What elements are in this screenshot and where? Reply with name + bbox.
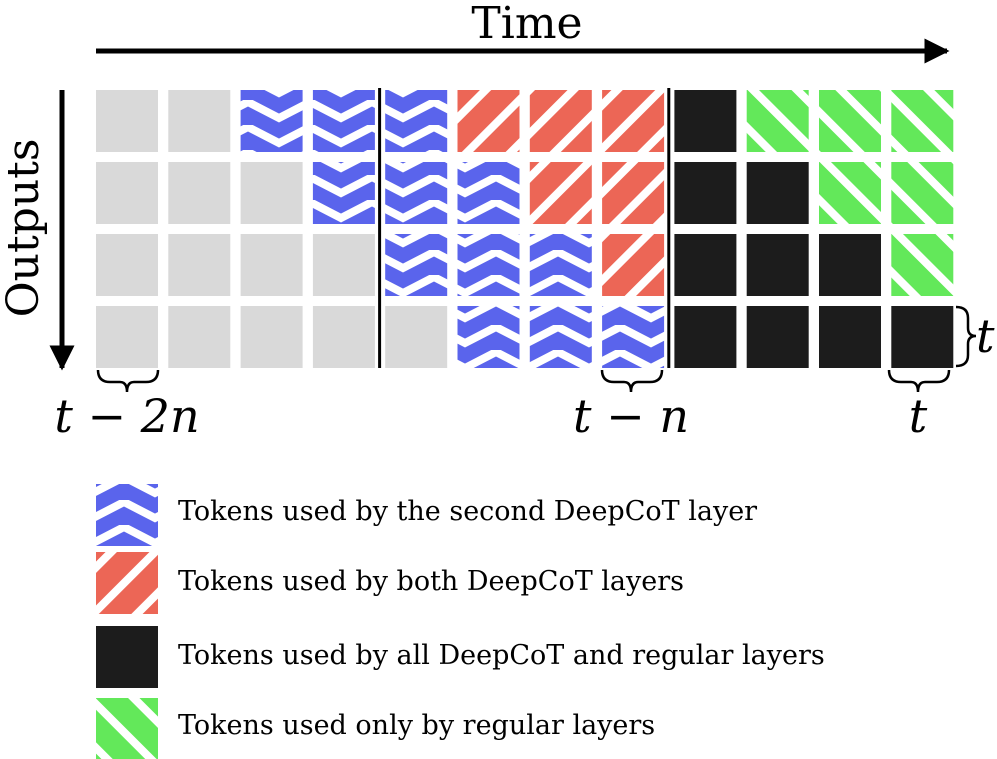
token-cell-gray xyxy=(240,162,303,224)
token-cell-green xyxy=(746,90,809,152)
brace-t-right xyxy=(955,305,977,368)
label-t-right: t xyxy=(976,309,995,363)
token-cell-black xyxy=(746,162,809,224)
token-cell-red xyxy=(457,90,520,152)
legend-label-red: Tokens used by both DeepCoT layers xyxy=(178,566,684,597)
token-cell-red xyxy=(602,162,665,224)
token-grid xyxy=(96,90,954,368)
token-cell-red xyxy=(602,90,665,152)
token-cell-black xyxy=(674,234,737,296)
legend-item-black: Tokens used by all DeepCoT and regular l… xyxy=(96,626,825,688)
token-cell-green xyxy=(891,162,954,224)
legend-item-red: Tokens used by both DeepCoT layers xyxy=(96,552,684,614)
token-cell-gray xyxy=(312,234,375,296)
legend-label-blue: Tokens used by the second DeepCoT layer xyxy=(178,496,757,527)
token-cell-gray xyxy=(312,306,375,368)
token-cell-green xyxy=(891,234,954,296)
brace-t-minus-2n xyxy=(96,369,160,393)
label-t-minus-n: t − n xyxy=(573,389,689,443)
brace-t-minus-n xyxy=(600,369,664,393)
token-cell-gray xyxy=(168,234,231,296)
token-cell-gray xyxy=(240,234,303,296)
token-cell-gray xyxy=(168,162,231,224)
token-cell-gray xyxy=(168,90,231,152)
brace-t-bottom xyxy=(887,369,951,393)
legend: Tokens used by the second DeepCoT layer … xyxy=(96,484,825,759)
token-cell-blue xyxy=(457,162,520,224)
token-cell-blue xyxy=(602,306,665,368)
legend-item-green: Tokens used only by regular layers xyxy=(96,698,655,759)
token-cell-blue xyxy=(385,234,448,296)
token-cell-red xyxy=(602,234,665,296)
token-cell-green xyxy=(891,90,954,152)
token-cell-gray xyxy=(385,306,448,368)
token-cell-black xyxy=(819,306,881,368)
separators xyxy=(378,88,671,368)
token-cell-blue xyxy=(312,162,375,224)
legend-swatch-red xyxy=(96,552,158,614)
outputs-axis-label: Outputs xyxy=(0,139,49,318)
token-cell-black xyxy=(674,90,737,152)
token-cell-green xyxy=(819,90,881,152)
token-cell-blue xyxy=(529,306,592,368)
legend-swatch-black xyxy=(96,626,158,688)
token-cell-green xyxy=(819,162,881,224)
token-cell-gray xyxy=(96,234,158,296)
token-cell-gray xyxy=(96,90,158,152)
token-cell-red xyxy=(529,162,592,224)
label-t-bottom: t xyxy=(909,389,928,443)
token-cell-blue xyxy=(385,90,448,152)
token-cell-blue xyxy=(457,306,520,368)
legend-label-black: Tokens used by all DeepCoT and regular l… xyxy=(178,640,825,671)
token-cell-black xyxy=(746,234,809,296)
token-cell-black xyxy=(674,162,737,224)
token-cell-black xyxy=(891,306,954,368)
token-cell-gray xyxy=(168,306,231,368)
legend-swatch-blue xyxy=(96,484,158,546)
token-cell-blue xyxy=(240,90,303,152)
token-cell-blue xyxy=(529,234,592,296)
token-cell-blue xyxy=(385,162,448,224)
legend-swatch-green xyxy=(96,698,158,759)
token-cell-black xyxy=(819,234,881,296)
token-cell-red xyxy=(529,90,592,152)
token-cell-gray xyxy=(96,162,158,224)
legend-label-green: Tokens used only by regular layers xyxy=(178,710,655,741)
legend-item-blue: Tokens used by the second DeepCoT layer xyxy=(96,484,757,546)
token-cell-gray xyxy=(96,306,158,368)
time-axis-label: Time xyxy=(471,0,582,49)
token-cell-black xyxy=(746,306,809,368)
token-cell-blue xyxy=(457,234,520,296)
label-t-minus-2n: t − 2n xyxy=(54,389,199,443)
token-cell-black xyxy=(674,306,737,368)
token-cell-blue xyxy=(312,90,375,152)
token-cell-gray xyxy=(240,306,303,368)
